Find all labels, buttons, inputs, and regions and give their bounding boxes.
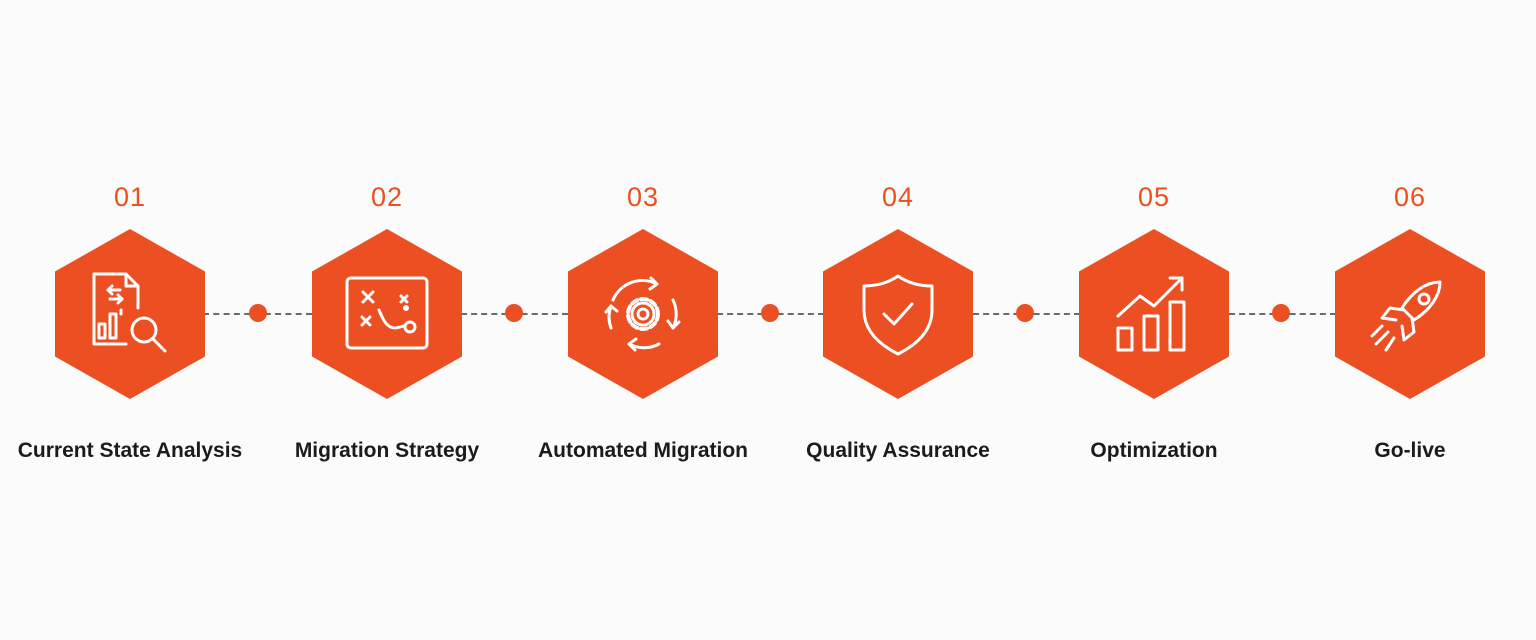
- gear-cycle-icon: [604, 276, 681, 352]
- step-label: Go-live: [1374, 439, 1446, 462]
- step-number: 03: [626, 182, 660, 212]
- step-hexagon: [1335, 229, 1485, 399]
- growth-chart-icon: [1116, 276, 1186, 352]
- step-4: 04 Quality Assurance: [768, 180, 1028, 463]
- step-label: Migration Strategy: [294, 439, 480, 462]
- step-hexagon: [55, 229, 205, 399]
- step-number: 04: [881, 182, 915, 212]
- connector-dot: [1016, 304, 1034, 322]
- document-analysis-icon: [92, 272, 167, 353]
- step-hexagon: [312, 229, 462, 399]
- connector-dot: [505, 304, 523, 322]
- step-label: Quality Assurance: [806, 439, 990, 462]
- step-label: Current State Analysis: [17, 439, 243, 462]
- rocket-icon: [1370, 280, 1442, 352]
- step-1: 01 Current State Analysis: [0, 180, 260, 463]
- step-number: 02: [370, 182, 404, 212]
- step-2: 02 Migration Strategy: [257, 180, 517, 463]
- step-label: Automated Migration: [538, 439, 748, 462]
- connector-dot: [1272, 304, 1290, 322]
- step-number: 06: [1393, 182, 1427, 212]
- step-hexagon: [823, 229, 973, 399]
- step-number: 05: [1137, 182, 1171, 212]
- connector-dot: [761, 304, 779, 322]
- step-label: Optimization: [1090, 439, 1218, 462]
- connector-dot: [249, 304, 267, 322]
- step-3: 03 Automated Migration: [513, 180, 773, 463]
- step-hexagon: [1079, 229, 1229, 399]
- strategy-board-icon: [345, 276, 429, 350]
- step-6: 06 Go-live: [1280, 180, 1536, 463]
- step-hexagon: [568, 229, 718, 399]
- shield-check-icon: [862, 274, 934, 356]
- step-5: 05 Optimization: [1024, 180, 1284, 463]
- step-number: 01: [113, 182, 147, 212]
